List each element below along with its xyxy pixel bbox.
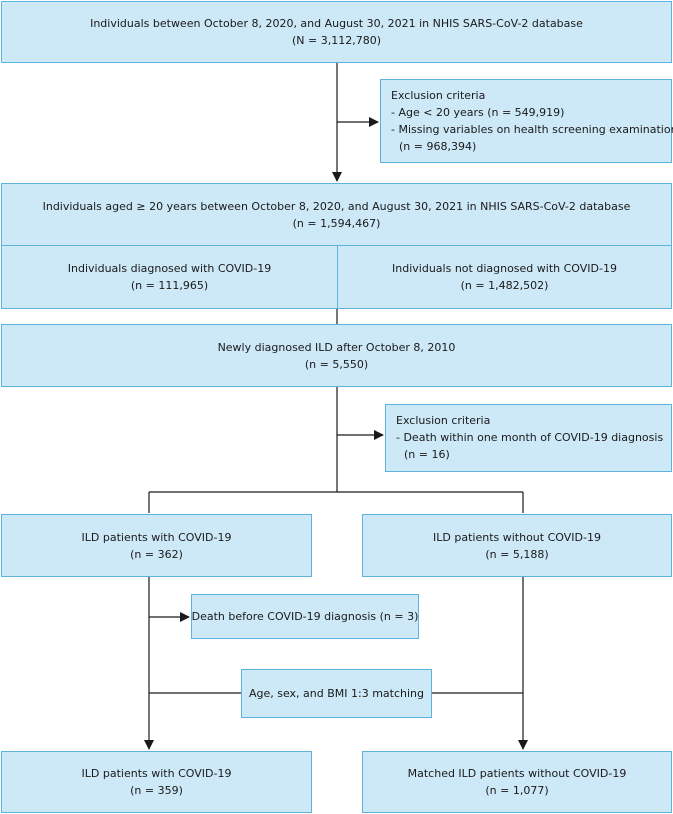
exclusion1-item2: - Missing variables on health screening …	[391, 123, 673, 136]
adults-line1: Individuals aged ≥ 20 years between Octo…	[42, 199, 631, 213]
adults-line2: (n = 1,594,467)	[292, 216, 381, 230]
box-ild-without-covid: ILD patients without COVID-19 (n = 5,188…	[362, 514, 672, 577]
matching-line1: Age, sex, and BMI 1:3 matching	[248, 687, 425, 700]
final-matched-line1: Matched ILD patients without COVID-19	[407, 767, 627, 780]
box-not-covid-diagnosed: Individuals not diagnosed with COVID-19 …	[337, 245, 672, 309]
exclusion2-item2: (n = 16)	[404, 448, 450, 461]
box-adults: Individuals aged ≥ 20 years between Octo…	[1, 183, 672, 246]
ild-no-covid-line2: (n = 5,188)	[485, 547, 549, 561]
box-newly-diagnosed-ild: Newly diagnosed ILD after October 8, 201…	[1, 324, 672, 387]
exclusion1-item1: - Age < 20 years (n = 549,919)	[391, 106, 565, 119]
ild-covid-line1: ILD patients with COVID-19	[81, 530, 232, 544]
source-line1: Individuals between October 8, 2020, and…	[90, 17, 583, 30]
exclusion1-item3: (n = 968,394)	[399, 140, 477, 153]
ild-covid-line2: (n = 362)	[130, 547, 183, 561]
box-exclusion-criteria-1: Exclusion criteria - Age < 20 years (n =…	[380, 79, 673, 163]
ild-line2: (n = 5,550)	[304, 357, 369, 371]
no-covid-line2: (n = 1,482,502)	[460, 279, 549, 292]
box-matching: Age, sex, and BMI 1:3 matching	[241, 669, 432, 718]
death-before-line1: Death before COVID-19 diagnosis (n = 3)	[191, 610, 419, 623]
final-covid-line1: ILD patients with COVID-19	[81, 767, 232, 780]
final-covid-line2: (n = 359)	[130, 784, 183, 797]
exclusion1-title: Exclusion criteria	[391, 89, 486, 102]
covid-line2: (n = 111,965)	[130, 279, 209, 292]
box-covid-diagnosed: Individuals diagnosed with COVID-19 (n =…	[1, 245, 338, 309]
exclusion2-title: Exclusion criteria	[396, 414, 491, 427]
box-final-ild-with-covid: ILD patients with COVID-19 (n = 359)	[1, 751, 312, 813]
box-source-population: Individuals between October 8, 2020, and…	[1, 1, 672, 63]
box-ild-with-covid: ILD patients with COVID-19 (n = 362)	[1, 514, 312, 577]
covid-line1: Individuals diagnosed with COVID-19	[67, 262, 272, 275]
no-covid-line1: Individuals not diagnosed with COVID-19	[392, 262, 617, 275]
box-death-before-covid: Death before COVID-19 diagnosis (n = 3)	[191, 594, 419, 639]
box-final-matched-without-covid: Matched ILD patients without COVID-19 (n…	[362, 751, 672, 813]
ild-line1: Newly diagnosed ILD after October 8, 201…	[217, 340, 456, 354]
exclusion2-item1: - Death within one month of COVID-19 dia…	[396, 431, 664, 444]
box-exclusion-criteria-2: Exclusion criteria - Death within one mo…	[385, 404, 672, 472]
ild-no-covid-line1: ILD patients without COVID-19	[433, 530, 601, 544]
final-matched-line2: (n = 1,077)	[485, 784, 549, 797]
source-line2: (N = 3,112,780)	[291, 34, 381, 47]
